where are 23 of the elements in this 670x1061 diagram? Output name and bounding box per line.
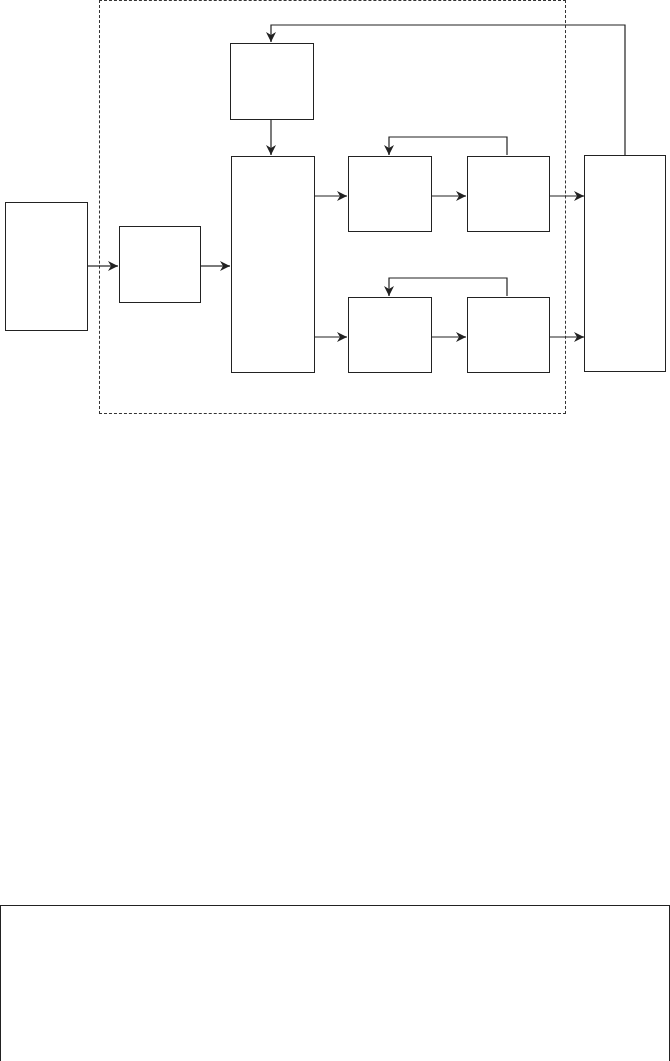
arrow <box>384 277 508 297</box>
block-box <box>119 226 201 303</box>
block-box <box>467 297 550 373</box>
arrow <box>548 332 585 342</box>
arrow <box>430 332 467 342</box>
arrow <box>266 118 276 156</box>
block-box <box>348 156 432 232</box>
block-box <box>467 156 550 232</box>
block-box <box>0 905 670 1061</box>
block-box <box>584 155 666 372</box>
block-box <box>348 297 432 373</box>
arrow <box>384 136 508 156</box>
block-box <box>5 202 88 331</box>
block-box <box>230 43 314 120</box>
arrow <box>313 332 348 342</box>
dashed-group-box <box>99 0 566 414</box>
block-box <box>231 156 315 373</box>
arrow <box>87 261 119 271</box>
arrow <box>199 261 231 271</box>
arrow <box>313 191 348 201</box>
arrow <box>548 191 585 201</box>
arrow <box>430 191 467 201</box>
arrow <box>266 24 626 156</box>
